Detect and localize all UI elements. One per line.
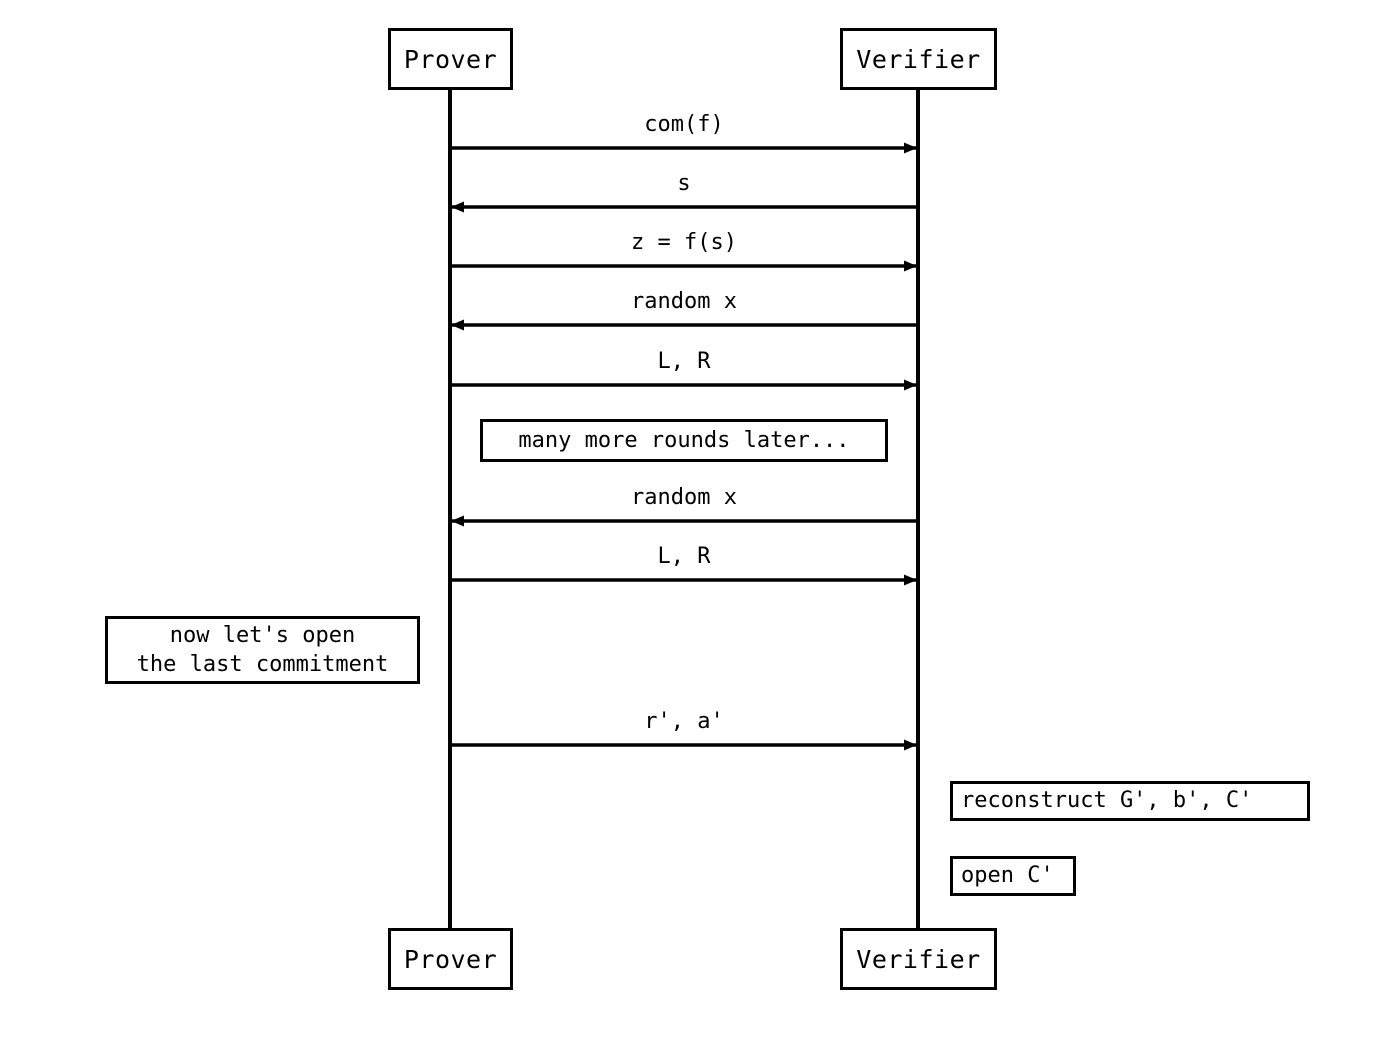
message-label-4: random x	[631, 289, 737, 314]
message-label-5: L, R	[657, 349, 711, 374]
message-label-6: random x	[631, 485, 737, 510]
actor-header-prover[interactable]: Prover	[388, 28, 513, 90]
message-arrows-group	[451, 142, 917, 751]
actor-label: Prover	[403, 944, 498, 974]
actor-label: Prover	[403, 44, 498, 74]
note-reconstruct: reconstruct G', b', C'	[950, 781, 1310, 821]
note-many-more-rounds: many more rounds later...	[480, 419, 888, 462]
note-line: now let's open	[169, 622, 356, 648]
actor-label: Verifier	[856, 44, 981, 74]
message-label-1: com(f)	[644, 112, 724, 137]
lifelines-group	[448, 90, 920, 928]
note-open-last-commitment: now let's open the last commitment	[105, 616, 420, 684]
actor-footer-prover[interactable]: Prover	[388, 928, 513, 990]
actor-label: Verifier	[856, 944, 981, 974]
actor-footer-verifier[interactable]: Verifier	[840, 928, 997, 990]
note-line: reconstruct G', b', C'	[961, 788, 1253, 814]
note-line: open C'	[961, 863, 1054, 889]
message-label-2: s	[677, 171, 691, 196]
note-open-c-prime: open C'	[950, 856, 1076, 896]
note-line: many more rounds later...	[518, 427, 850, 453]
actor-header-verifier[interactable]: Verifier	[840, 28, 997, 90]
note-line: the last commitment	[136, 652, 389, 677]
message-label-8: r', a'	[644, 709, 724, 734]
message-label-7: L, R	[657, 544, 711, 569]
message-label-3: z = f(s)	[631, 230, 737, 255]
